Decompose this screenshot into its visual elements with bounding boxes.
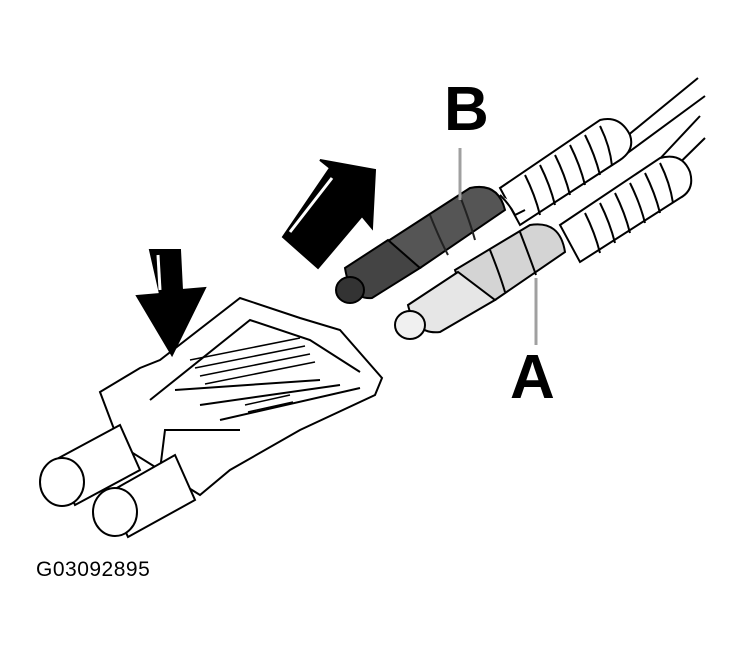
- front-ferrule-right: [92, 453, 197, 539]
- clip-grip-ridges: [189, 337, 316, 413]
- callout-label-b: B: [444, 75, 489, 144]
- press-down-arrow: [135, 249, 207, 358]
- connector-b: [335, 186, 526, 304]
- front-ferrule-left: [39, 423, 142, 507]
- insert-direction-arrow: [281, 159, 377, 270]
- figure-id: G03092895: [36, 558, 151, 581]
- duplex-clip: [98, 296, 384, 497]
- connector-a: [394, 223, 567, 340]
- callout-label-a: A: [510, 343, 555, 412]
- strain-relief-boot-upper: [498, 118, 633, 227]
- strain-relief-boot-lower: [558, 155, 693, 264]
- callout-leaders: [458, 148, 538, 345]
